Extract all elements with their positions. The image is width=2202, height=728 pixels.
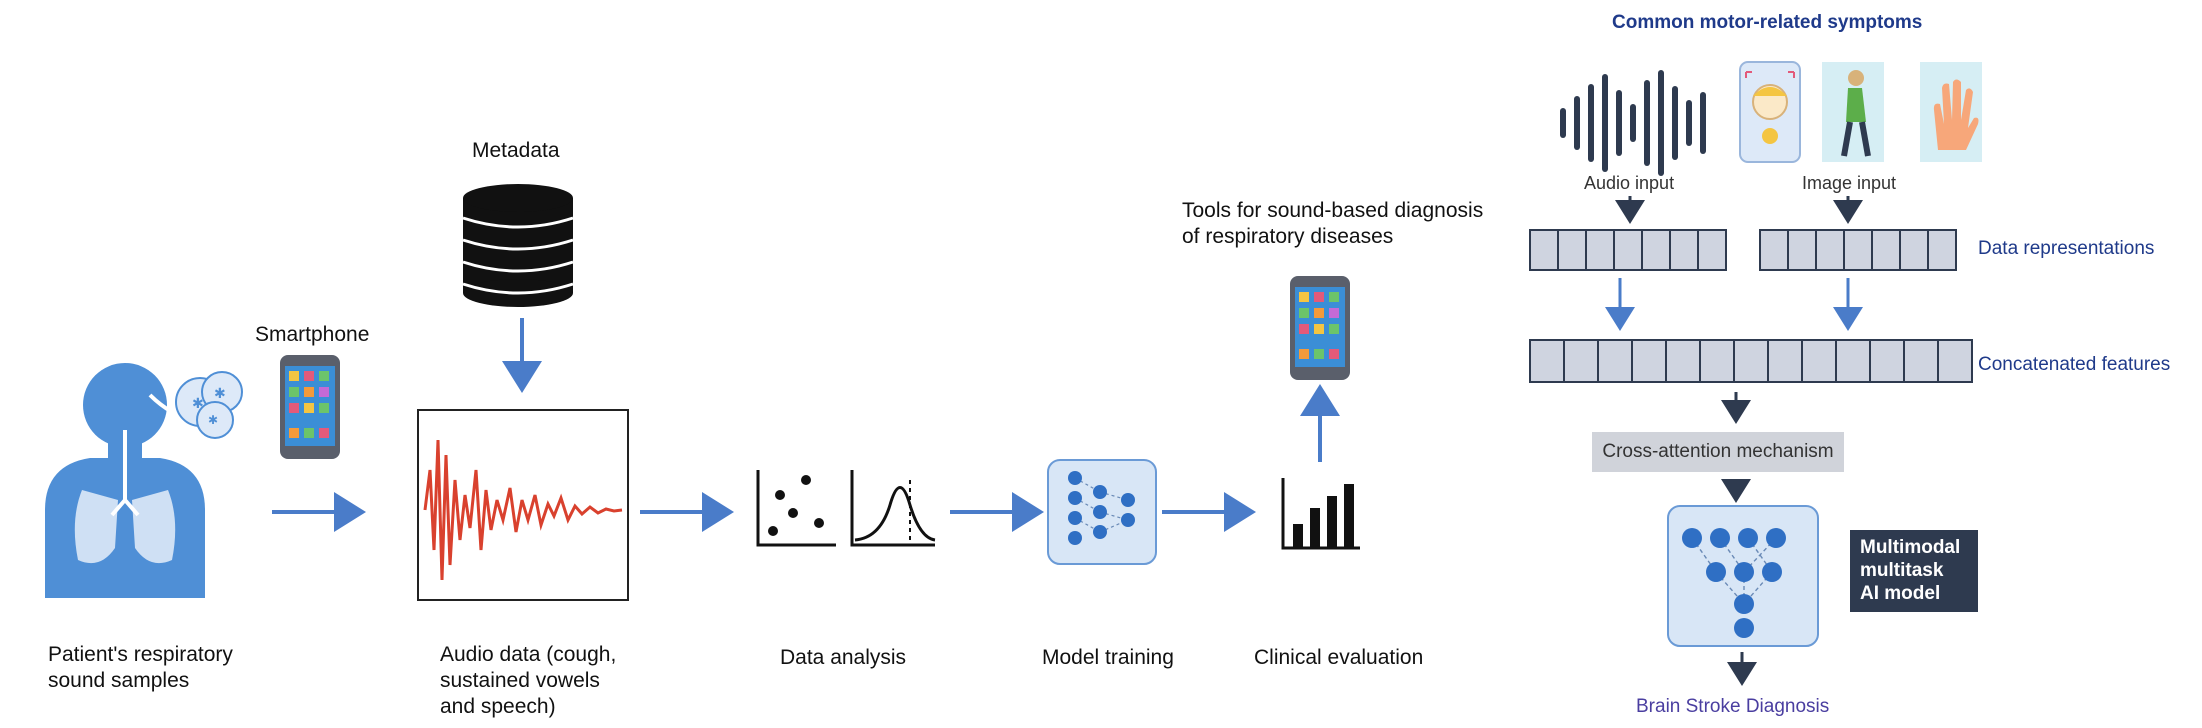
bar-chart-icon <box>1281 478 1360 550</box>
ai-model-line1: Multimodal <box>1860 537 1961 558</box>
neural-network-icon <box>1047 459 1157 565</box>
ai-model-box: Multimodal multitask AI model <box>1850 530 1978 612</box>
svg-text:✱: ✱ <box>192 396 204 412</box>
concatenated-features-label: Concatenated features <box>1978 354 2171 375</box>
bell-curve-icon <box>850 470 936 547</box>
ai-model-line2: multitask <box>1860 560 1944 581</box>
output-label: Brain Stroke Diagnosis <box>1636 696 1830 717</box>
waveform-icon <box>417 409 629 601</box>
audio-wave-icon <box>1560 70 1706 176</box>
stage-patient-line1: Patient's respiratory <box>48 643 233 666</box>
stage-patient-line2: sound samples <box>48 669 190 692</box>
hand-icon <box>1920 62 1982 162</box>
image-input-label: Image input <box>1802 173 1897 193</box>
person-lungs-icon: ✱ ✱ ✱ <box>45 363 243 598</box>
multimodal-network-icon <box>1667 505 1819 647</box>
smartphone-label: Smartphone <box>255 323 370 346</box>
stage-audio-line1: Audio data (cough, <box>440 643 617 666</box>
stage-evaluation: Clinical evaluation <box>1254 646 1424 669</box>
metadata-label: Metadata <box>472 139 560 162</box>
concatenated-features-row <box>1529 339 1973 383</box>
audio-representation-row <box>1529 229 1727 271</box>
database-icon <box>462 184 574 307</box>
audio-input-label: Audio input <box>1584 173 1675 193</box>
stage-audio-line2: sustained vowels <box>440 669 600 692</box>
svg-text:✱: ✱ <box>214 386 226 402</box>
tools-label-line2: of respiratory diseases <box>1182 225 1394 248</box>
svg-text:✱: ✱ <box>208 413 218 427</box>
panel-title: Common motor-related symptoms <box>1612 12 1923 33</box>
walking-person-icon <box>1822 62 1884 162</box>
face-phone-icon <box>1739 61 1801 163</box>
image-representation-row <box>1759 229 1957 271</box>
tools-label-line1: Tools for sound-based diagnosis <box>1182 199 1484 222</box>
ai-model-line3: AI model <box>1860 583 1941 604</box>
stage-audio-line3: and speech) <box>440 695 556 718</box>
smartphone-icon <box>280 355 340 459</box>
smartphone-icon <box>1290 276 1350 380</box>
stage-training: Model training <box>1042 646 1174 669</box>
scatter-plot-icon <box>756 470 836 547</box>
stage-analysis: Data analysis <box>780 646 907 669</box>
data-representations-label: Data representations <box>1978 238 2155 259</box>
cross-attention-box: Cross-attention mechanism <box>1592 432 1844 472</box>
